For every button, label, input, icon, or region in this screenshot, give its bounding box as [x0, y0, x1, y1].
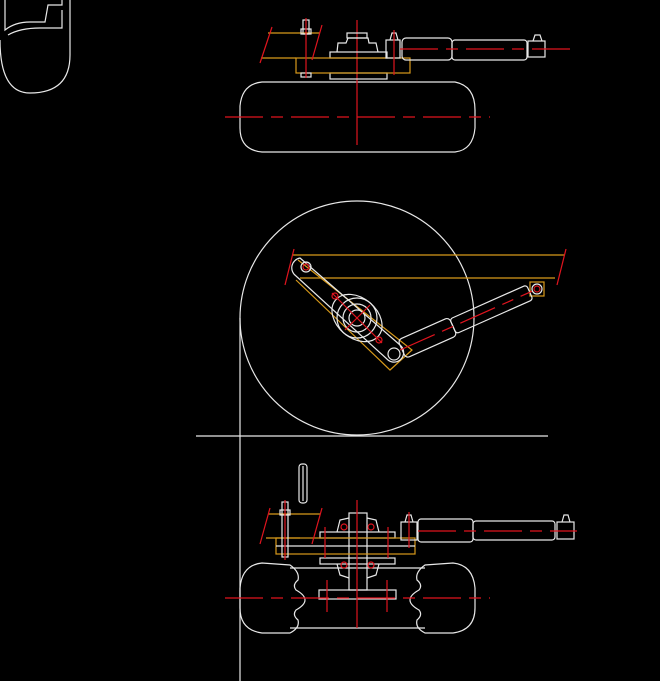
tire-outline	[239, 81, 476, 153]
pin	[298, 463, 308, 504]
side-view	[196, 200, 567, 681]
left-tire	[239, 562, 306, 634]
hydraulic-cylinder	[385, 30, 577, 75]
spindle	[348, 512, 368, 591]
crank-arm	[291, 257, 405, 363]
right-tire	[409, 562, 476, 634]
partial-wheel-corner	[0, 0, 71, 94]
front-linkage	[259, 507, 416, 555]
linkage-plate	[259, 24, 411, 74]
cylinder-pivot	[531, 283, 543, 295]
side-cylinder	[398, 285, 533, 358]
front-cylinder	[400, 512, 577, 548]
front-bolt	[279, 500, 291, 560]
linkage-arm	[284, 248, 567, 371]
hub	[329, 32, 388, 80]
front-view	[225, 463, 577, 634]
top-view	[225, 18, 577, 153]
bolt	[300, 18, 312, 78]
